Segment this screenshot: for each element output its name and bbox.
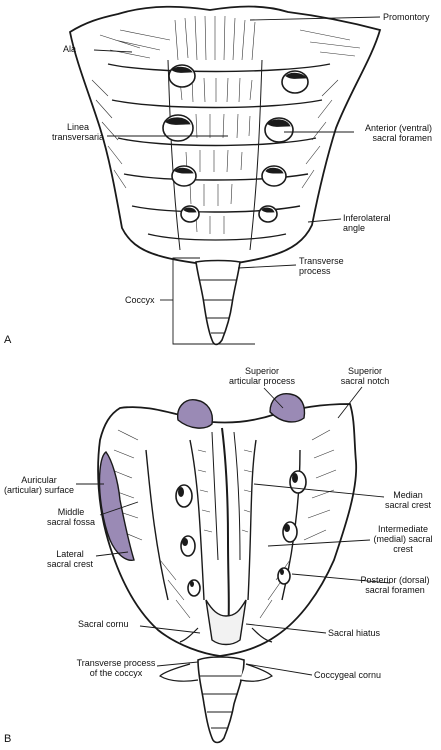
coccyx-posterior <box>197 656 245 744</box>
post-foramen-right-1 <box>289 470 307 494</box>
label-posterior-sacral-foramen: Posterior (dorsal) sacral foramen <box>360 575 430 595</box>
post-foramen-right-3 <box>277 567 291 585</box>
panel-letter-a: A <box>4 334 12 346</box>
label-transverse-process: Transverse process <box>299 256 344 276</box>
highlighted-surfaces <box>98 393 306 561</box>
label-middle-sacral-fossa: Middle sacral fossa <box>46 507 96 527</box>
sacrum-anterior-drawing <box>68 5 382 346</box>
auricular-surface <box>98 451 135 561</box>
panel-b-leader-lines <box>76 386 391 676</box>
label-lateral-sacral-crest: Lateral sacral crest <box>46 549 93 569</box>
superior-articular-process-left <box>177 399 214 429</box>
superior-articular-process-right <box>269 393 306 423</box>
label-superior-articular-process: Superior articular process <box>228 366 296 386</box>
posterior-foramina <box>175 470 307 597</box>
label-anterior-sacral-foramen: Anterior (ventral) sacral foramen <box>364 123 432 143</box>
panel-letter-b: B <box>4 733 12 745</box>
label-coccygeal-cornu: Coccygeal cornu <box>314 670 382 680</box>
label-intermediate-sacral-crest: Intermediate (medial) sacral crest <box>373 524 433 554</box>
coccyx-anterior <box>195 259 241 346</box>
label-auricular-surface: Auricular (articular) surface <box>3 475 75 495</box>
post-foramen-left-3 <box>187 579 201 597</box>
label-sacral-cornu: Sacral cornu <box>78 619 129 629</box>
label-coccyx: Coccyx <box>125 295 155 305</box>
sacral-hiatus-drawing <box>205 599 247 646</box>
label-linea-transversaria: Linea transversaria <box>51 122 105 142</box>
label-promontory: Promontory <box>383 12 430 22</box>
label-sacral-hiatus: Sacral hiatus <box>328 628 381 638</box>
label-superior-sacral-notch: Superior sacral notch <box>340 366 390 386</box>
label-transverse-process-coccyx: Transverse process of the coccyx <box>76 658 156 678</box>
panel-a-leader-lines <box>93 16 381 345</box>
label-median-sacral-crest: Median sacral crest <box>384 490 431 510</box>
label-ala: Ala <box>63 44 77 54</box>
coccyx-bracket <box>172 257 255 345</box>
label-inferolateral-angle: Inferolateral angle <box>343 213 391 233</box>
median-crest-drawing <box>221 427 230 631</box>
post-foramen-left-1 <box>175 484 193 508</box>
sacrum-posterior-drawing <box>97 403 358 744</box>
